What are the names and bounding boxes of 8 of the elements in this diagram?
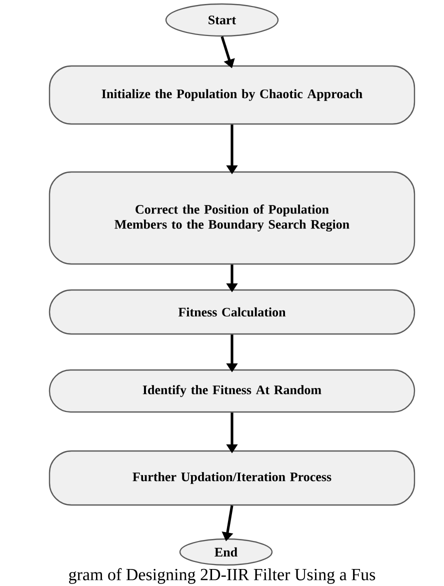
process-box: Fitness Calculation xyxy=(48,289,416,335)
terminal-oval: End xyxy=(179,538,273,566)
process-box: Identify the Fitness At Random xyxy=(48,369,416,413)
process-box: Correct the Position of Population Members to the Boundary Search Region xyxy=(48,171,416,265)
process-box: Initialize the Population by Chaotic Approach xyxy=(48,65,416,125)
process-box: Further Updation/Iteration Process xyxy=(48,450,416,506)
terminal-oval: Start xyxy=(165,3,279,37)
caption: gram of Designing 2D-IIR Filter Using a Fus xyxy=(69,568,376,584)
